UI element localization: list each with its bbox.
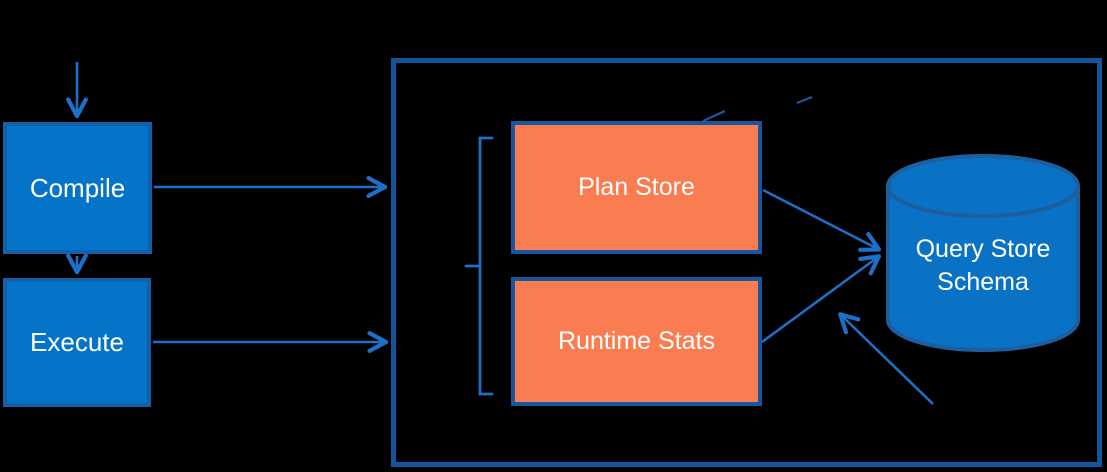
node-execute: Execute	[3, 278, 151, 407]
query-store-container	[391, 58, 1102, 467]
node-query-store-schema-label: Query Store Schema	[915, 235, 1051, 296]
node-plan-store: Plan Store	[511, 121, 762, 254]
node-runtime-stats: Runtime Stats	[511, 277, 762, 406]
node-runtime-stats-label: Runtime Stats	[557, 327, 715, 355]
node-execute-label: Execute	[30, 327, 124, 357]
node-compile: Compile	[3, 122, 152, 254]
node-compile-label: Compile	[29, 172, 126, 203]
node-plan-store-label: Plan Store	[578, 173, 695, 201]
